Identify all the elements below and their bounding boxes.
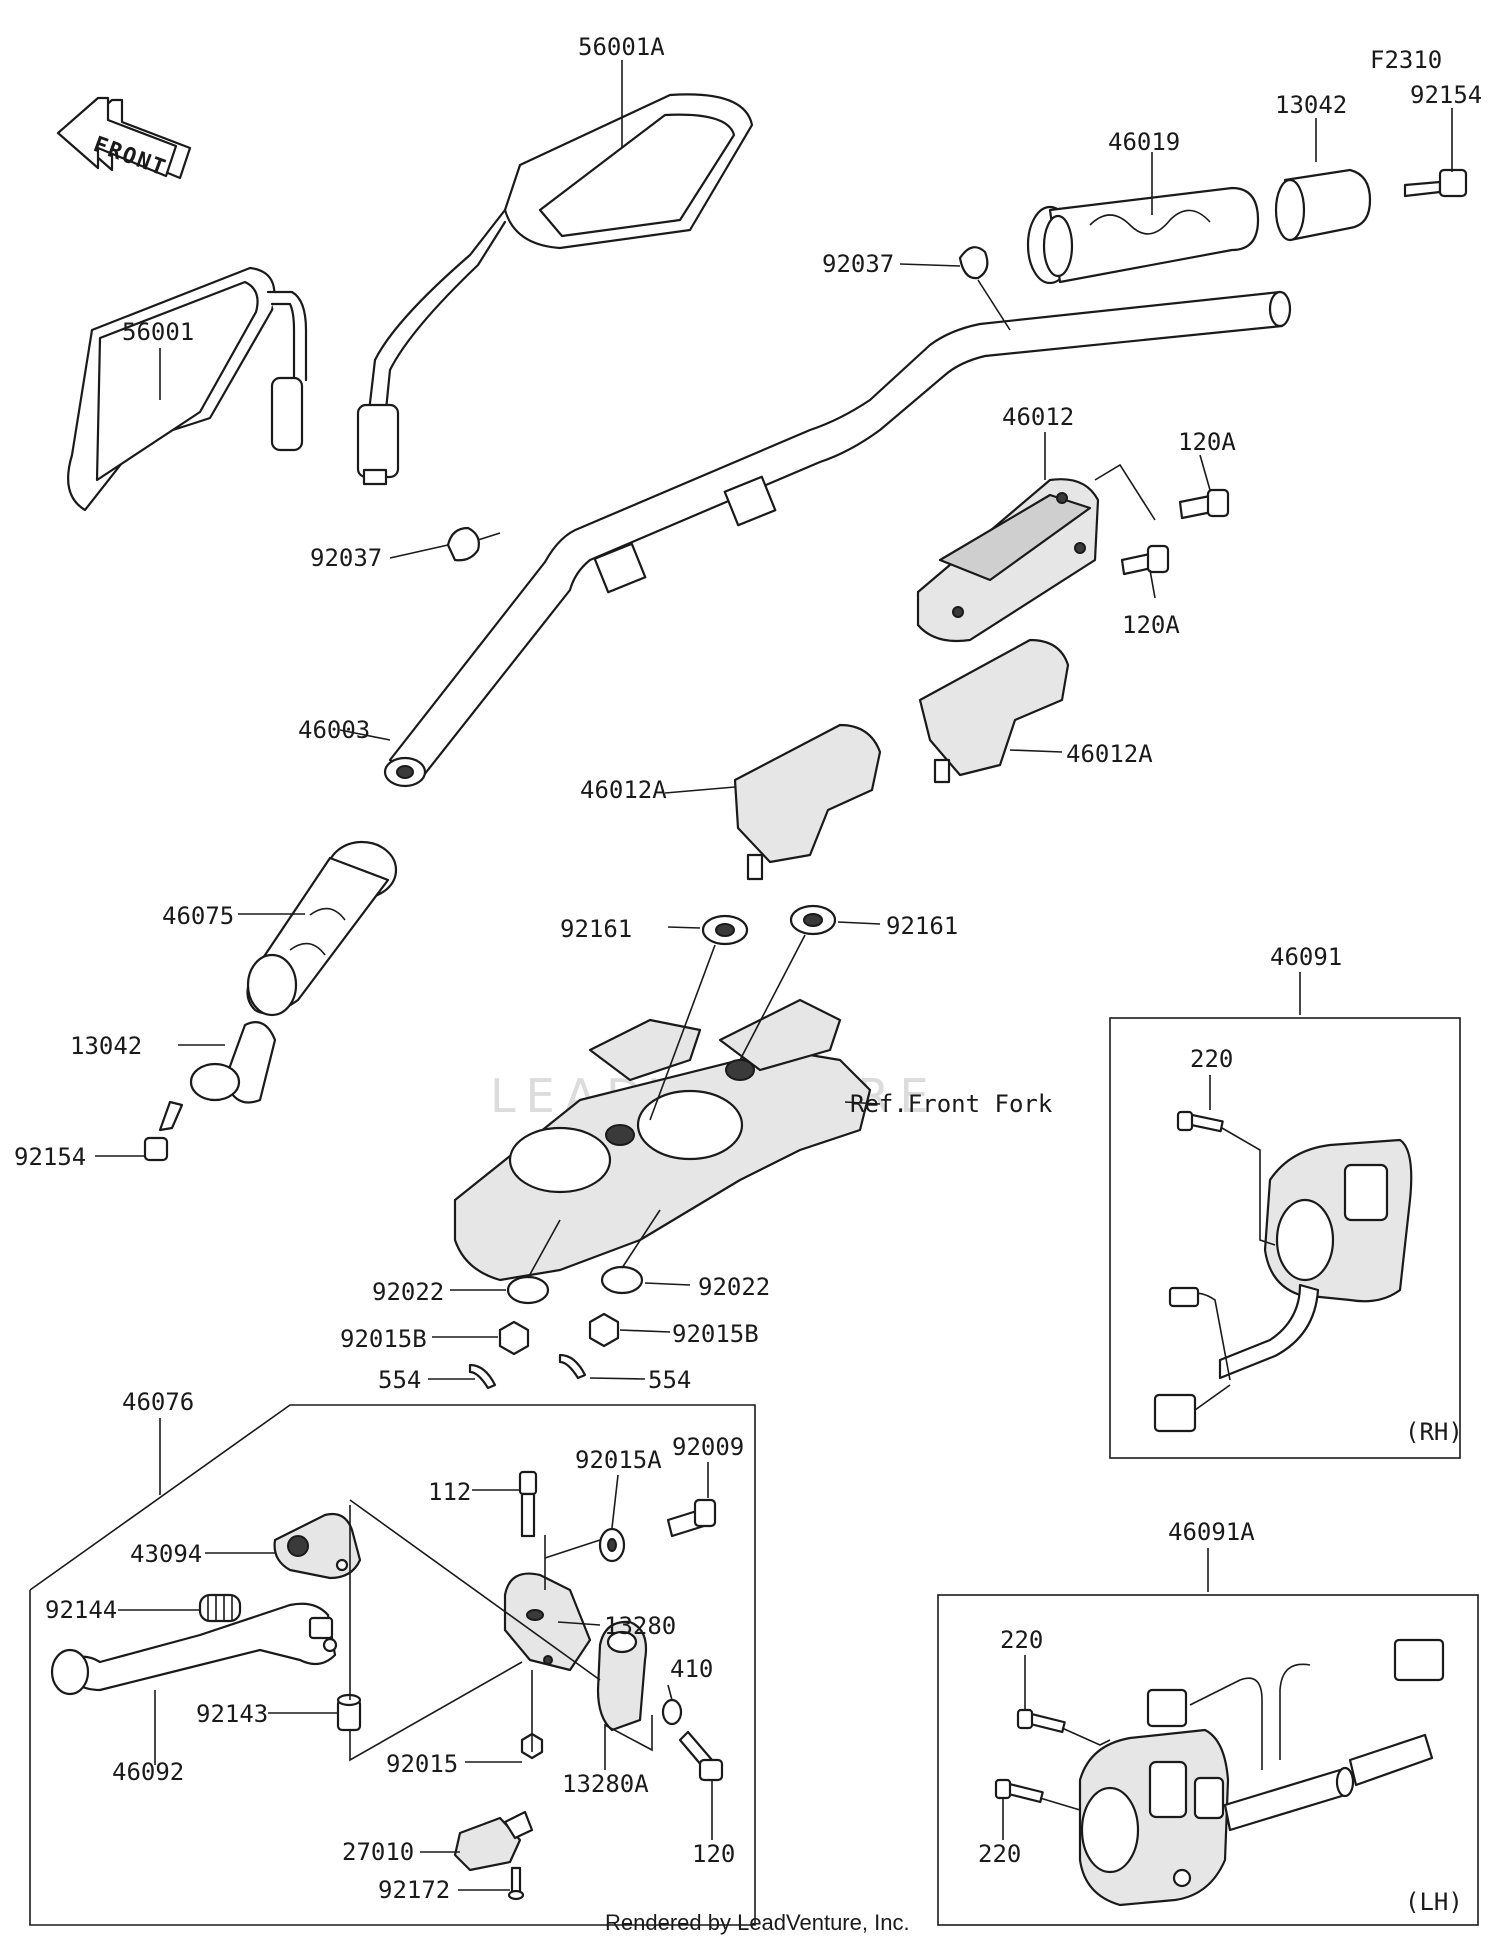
adjuster-43094 [273, 1512, 362, 1580]
bar-end-left [189, 1021, 277, 1104]
switch-rh-46091 [1153, 1138, 1413, 1433]
washer-92022-right [600, 1265, 644, 1295]
label-46075: 46075 [162, 902, 234, 930]
bolt-120A-upper [1178, 488, 1230, 520]
label-92154-right: 92154 [1410, 81, 1482, 109]
bolt-92154-right [1403, 168, 1468, 198]
pin-554-right [558, 1353, 587, 1380]
label-13042-left: 13042 [70, 1032, 142, 1060]
label-92015A: 92015A [575, 1446, 662, 1474]
washer-92015A [598, 1527, 626, 1563]
brake-lever-46092 [50, 1602, 338, 1696]
label-120: 120 [692, 1840, 735, 1868]
screw-92172 [507, 1866, 525, 1901]
screw-220-lh-upper [1016, 1708, 1066, 1734]
label-92015: 92015 [386, 1750, 458, 1778]
label-92022-right: 92022 [698, 1273, 770, 1301]
switch-lh-46091A [1078, 1638, 1445, 1907]
figure-code: F2310 [1370, 46, 1442, 74]
mirror-left [67, 266, 308, 512]
screw-220-lh-lower [994, 1778, 1044, 1804]
footer-credit: Rendered by LeadVenture, Inc. [605, 1910, 910, 1935]
label-46012: 46012 [1002, 403, 1074, 431]
label-46003: 46003 [298, 716, 370, 744]
label-92143: 92143 [196, 1700, 268, 1728]
bolt-120A-lower [1120, 544, 1170, 576]
label-220-rh: 220 [1190, 1045, 1233, 1073]
label-92015B-right: 92015B [672, 1320, 759, 1348]
label-92144: 92144 [45, 1596, 117, 1624]
clamp-13280A [596, 1620, 648, 1732]
bolt-120 [678, 1730, 724, 1782]
rh-switch-box [1109, 1017, 1461, 1459]
label-13042-right: 13042 [1275, 91, 1347, 119]
label-410: 410 [670, 1655, 713, 1683]
label-112: 112 [428, 1478, 471, 1506]
bar-end-right [1274, 168, 1372, 242]
label-43094: 43094 [130, 1540, 202, 1568]
fork-top-clamp [453, 998, 872, 1282]
label-46019: 46019 [1108, 128, 1180, 156]
label-46076: 46076 [122, 1388, 194, 1416]
switch-27010 [453, 1810, 534, 1872]
washer-410 [661, 1698, 683, 1726]
label-92161-right: 92161 [886, 912, 958, 940]
label-92009: 92009 [672, 1433, 744, 1461]
label-46012A-right: 46012A [1066, 740, 1153, 768]
holder-lower-46012A-left [733, 723, 882, 881]
spring-92144 [198, 1593, 242, 1623]
label-92154-left: 92154 [14, 1143, 86, 1171]
mirror-right [356, 93, 754, 486]
clip-92037-right [958, 246, 989, 280]
label-56001: 56001 [122, 318, 194, 346]
lever-group-outline [29, 1404, 756, 1926]
washer-92022-left [506, 1275, 550, 1305]
label-120A-upper: 120A [1178, 428, 1236, 456]
label-27010: 27010 [342, 1838, 414, 1866]
grip-left [246, 840, 398, 1017]
label-92022-left: 92022 [372, 1278, 444, 1306]
label-side-rh: (RH) [1405, 1418, 1463, 1446]
leader-lines [95, 60, 1453, 1891]
label-220-lh-lower: 220 [978, 1840, 1021, 1868]
ref-front-fork-label: Ref.Front Fork [850, 1090, 1053, 1118]
label-46091: 46091 [1270, 943, 1342, 971]
bushing-92143 [336, 1693, 362, 1732]
label-92172: 92172 [378, 1876, 450, 1904]
label-92015B-left: 92015B [340, 1325, 427, 1353]
nut-92015B-right [588, 1312, 620, 1348]
pin-554-left [468, 1363, 497, 1390]
bolt-92154-left [143, 1100, 184, 1162]
bolt-112 [518, 1470, 538, 1538]
lh-switch-box [937, 1594, 1479, 1926]
nut-92015B-left [498, 1320, 530, 1356]
grip-right [1026, 186, 1260, 285]
label-side-lh: (LH) [1405, 1888, 1463, 1916]
clip-92037-left [446, 526, 501, 562]
label-120A-lower: 120A [1122, 611, 1180, 639]
label-554-right: 554 [648, 1366, 691, 1394]
lever-holder-13280 [503, 1572, 592, 1672]
label-56001A: 56001A [578, 33, 665, 61]
holder-upper-46012 [916, 478, 1100, 643]
bolt-92009 [666, 1498, 717, 1538]
label-92161-left: 92161 [560, 915, 632, 943]
label-13280A: 13280A [562, 1770, 649, 1798]
label-46012A-left: 46012A [580, 776, 667, 804]
screw-220-rh [1176, 1110, 1224, 1133]
handlebar-tube [383, 290, 1292, 788]
label-220-lh-upper: 220 [1000, 1626, 1043, 1654]
label-92037-left: 92037 [310, 544, 382, 572]
label-13280: 13280 [604, 1612, 676, 1640]
front-arrow-icon: FRONT [56, 96, 192, 182]
label-46092: 46092 [112, 1758, 184, 1786]
label-554-left: 554 [378, 1366, 421, 1394]
holder-lower-46012A-right [918, 638, 1070, 784]
label-92037-right: 92037 [822, 250, 894, 278]
label-46091A: 46091A [1168, 1518, 1255, 1546]
